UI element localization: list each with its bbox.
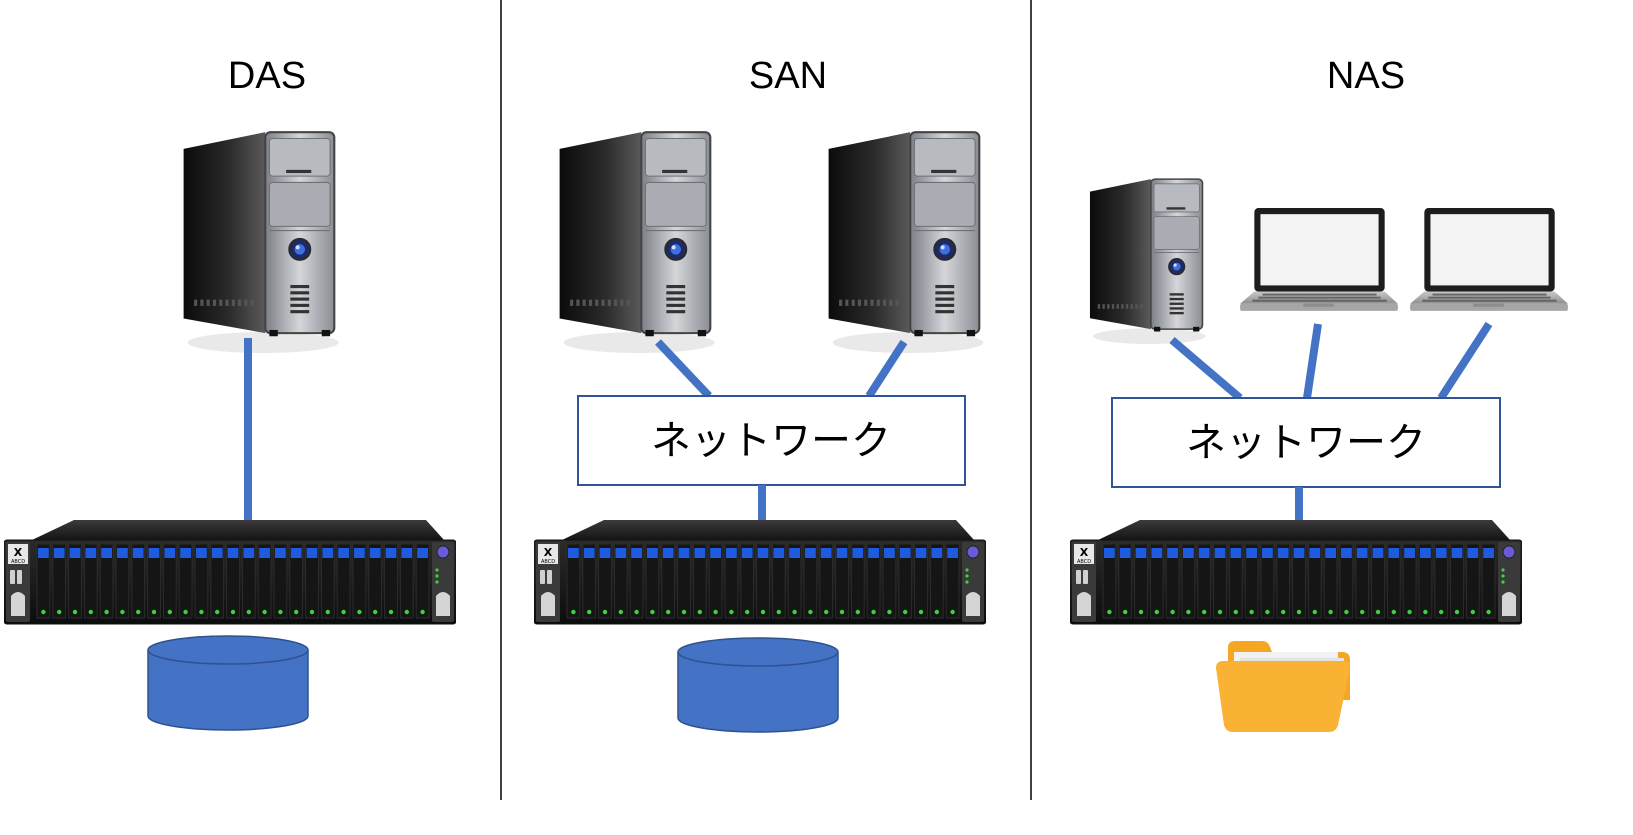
- das-title: DAS: [228, 55, 306, 97]
- san-title: SAN: [749, 55, 827, 97]
- laptop-icon: [1240, 208, 1398, 311]
- nas-connector-line: [1169, 336, 1243, 402]
- nas-connector-line: [1437, 321, 1493, 401]
- database-cylinder-icon: [677, 637, 839, 733]
- rack-storage-array-icon: [4, 520, 456, 625]
- nas-title: NAS: [1327, 55, 1405, 97]
- nas-panel: NAS ネットワーク: [1070, 55, 1568, 732]
- san-connector-line: [655, 339, 712, 399]
- rack-storage-array-icon: [534, 520, 986, 625]
- tower-server-icon: [182, 131, 340, 353]
- san-network-label: ネットワーク: [651, 418, 891, 464]
- tower-server-icon: [827, 131, 985, 353]
- nas-network-label: ネットワーク: [1186, 420, 1426, 466]
- tower-server-icon: [558, 131, 716, 353]
- san-network-box: [577, 395, 966, 486]
- tower-server-icon: [1089, 178, 1206, 344]
- das-panel: DAS: [4, 55, 456, 731]
- nas-connector-line: [1303, 323, 1322, 399]
- nas-network-box: [1111, 397, 1501, 488]
- laptop-icon: [1410, 208, 1568, 311]
- rack-storage-array-icon: [1070, 520, 1522, 625]
- folder-icon: [1216, 641, 1351, 732]
- database-cylinder-icon: [147, 635, 309, 731]
- san-panel: SAN ネットワーク: [534, 55, 986, 733]
- san-connector-line: [865, 339, 908, 399]
